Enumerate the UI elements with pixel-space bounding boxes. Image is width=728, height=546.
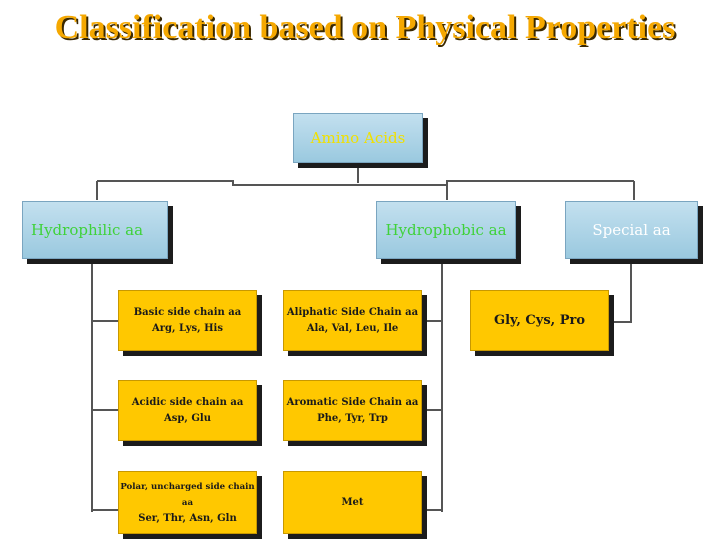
node-hydrophilic: Hydrophilic aa bbox=[22, 201, 168, 259]
node-special-label: Special aa bbox=[592, 221, 671, 239]
connector-special-members bbox=[607, 258, 632, 323]
diagram-title: Classification based on Physical Propert… bbox=[54, 9, 676, 46]
node-polar-members: Ser, Thr, Asn, Gln bbox=[138, 512, 237, 524]
node-aromatic: Aromatic Side Chain aa Phe, Tyr, Trp bbox=[283, 380, 422, 441]
node-acidic-members: Asp, Glu bbox=[164, 412, 211, 424]
node-aliphatic-members: Ala, Val, Leu, Ile bbox=[306, 322, 399, 334]
node-aliphatic-title: Aliphatic Side Chain aa bbox=[286, 306, 419, 318]
node-acidic-title: Acidic side chain aa bbox=[131, 396, 244, 408]
node-aromatic-title: Aromatic Side Chain aa bbox=[286, 396, 419, 408]
node-basic-members: Arg, Lys, His bbox=[152, 322, 223, 334]
node-aromatic-members: Phe, Tyr, Trp bbox=[317, 412, 388, 424]
node-special: Special aa bbox=[565, 201, 698, 259]
node-basic-title: Basic side chain aa bbox=[133, 306, 242, 318]
node-special-members: Gly, Cys, Pro bbox=[470, 290, 609, 351]
node-hydrophobic: Hydrophobic aa bbox=[376, 201, 516, 259]
node-hydrophobic-label: Hydrophobic aa bbox=[385, 221, 507, 239]
node-aliphatic: Aliphatic Side Chain aa Ala, Val, Leu, I… bbox=[283, 290, 422, 351]
connector-bus bbox=[97, 180, 634, 186]
node-basic: Basic side chain aa Arg, Lys, His bbox=[118, 290, 257, 351]
node-met: Met bbox=[283, 471, 422, 534]
node-hydrophilic-label: Hydrophilic aa bbox=[31, 221, 144, 239]
node-special-members-label: Gly, Cys, Pro bbox=[494, 313, 585, 328]
node-amino-acids-label: Amino Acids bbox=[310, 129, 406, 147]
node-polar: Polar, uncharged side chain aa Ser, Thr,… bbox=[118, 471, 257, 534]
node-acidic: Acidic side chain aa Asp, Glu bbox=[118, 380, 257, 441]
node-polar-title: Polar, uncharged side chain aa bbox=[120, 481, 255, 508]
node-amino-acids: Amino Acids bbox=[293, 113, 423, 163]
node-met-label: Met bbox=[341, 496, 364, 508]
